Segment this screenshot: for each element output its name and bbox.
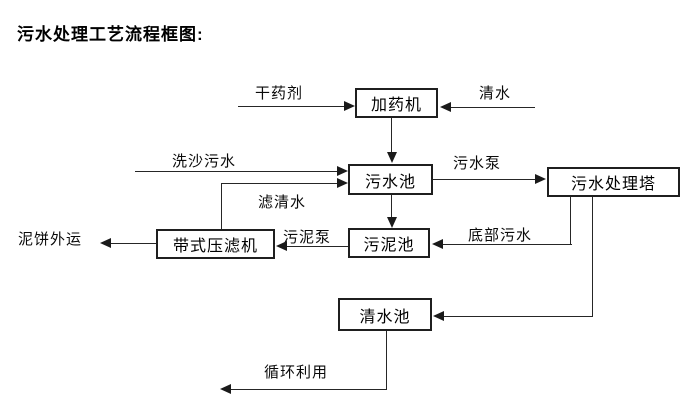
page-title: 污水处理工艺流程框图:: [17, 25, 204, 44]
connector-recycle-horizontal: [230, 389, 387, 390]
connector-filtered-water-vertical: [221, 184, 222, 229]
node-sewage-pool-label: 污水池: [364, 173, 416, 191]
arrowhead-into-dosing-right-icon: [440, 102, 451, 112]
edge-label-sand-wash-sewage: 洗沙污水: [172, 153, 237, 170]
edge-label-dry-agent: 干药剂: [255, 85, 304, 102]
edge-label-clean-water: 清水: [479, 85, 512, 102]
arrowhead-into-sewage-pool-top-icon: [387, 152, 397, 163]
connector-mudcake-line: [110, 243, 156, 244]
node-clean-water-pool-label: 清水池: [359, 308, 411, 326]
connector-tower-to-clean-pool-vertical: [592, 197, 593, 317]
edge-label-sludge-pump: 污泥泵: [283, 229, 332, 246]
arrowhead-into-belt-press-icon: [276, 241, 287, 251]
connector-tower-to-clean-pool-horizontal: [443, 316, 593, 317]
arrowhead-into-sewage-pool-left1-icon: [337, 166, 348, 176]
node-belt-filter-press-label: 带式压滤机: [172, 238, 258, 255]
connector-sand-wash-line: [135, 171, 339, 172]
arrowhead-into-sludge-pool-top-icon: [387, 217, 397, 228]
node-belt-filter-press: 带式压滤机: [156, 229, 275, 259]
node-clean-water-pool: 清水池: [338, 298, 432, 331]
connector-sludge-pump-line: [286, 246, 348, 247]
arrowhead-into-sewage-pool-left2-icon: [337, 178, 348, 188]
node-sludge-pool-label: 污泥池: [363, 237, 415, 254]
arrowhead-recycle-icon: [220, 384, 231, 394]
edge-label-recycle-use: 循环利用: [264, 364, 329, 381]
connector-sewage-to-sludge: [391, 195, 392, 218]
edge-label-mudcake-out: 泥饼外运: [18, 231, 83, 248]
arrowhead-into-sludge-pool-right-icon: [432, 239, 443, 249]
connector-dosing-to-sewage-pool: [391, 118, 392, 153]
connector-dry-agent-line: [238, 106, 346, 107]
connector-sewage-pump-line: [433, 179, 536, 180]
connector-recycle-vertical: [386, 331, 387, 390]
arrowhead-into-clean-pool-right-icon: [433, 311, 444, 321]
edge-label-sewage-pump: 污水泵: [453, 155, 502, 172]
node-treatment-tower: 污水处理塔: [547, 167, 680, 197]
arrowhead-into-dosing-left-icon: [344, 101, 355, 111]
node-sludge-pool: 污泥池: [348, 228, 430, 258]
edge-label-filtered-water: 滤清水: [258, 194, 307, 211]
connector-clean-water-line: [450, 107, 535, 108]
connector-bottom-sewage-vertical: [570, 197, 571, 245]
connector-bottom-sewage-horizontal: [442, 244, 572, 245]
node-treatment-tower-label: 污水处理塔: [570, 176, 656, 193]
arrowhead-mudcake-out-icon: [100, 238, 111, 248]
connector-filtered-water-horizontal: [221, 183, 338, 184]
edge-label-bottom-sewage: 底部污水: [468, 227, 533, 244]
arrowhead-into-tower-icon: [535, 174, 546, 184]
node-sewage-pool: 污水池: [348, 164, 433, 195]
node-dosing-machine-label: 加药机: [370, 97, 422, 114]
node-dosing-machine: 加药机: [355, 88, 438, 118]
